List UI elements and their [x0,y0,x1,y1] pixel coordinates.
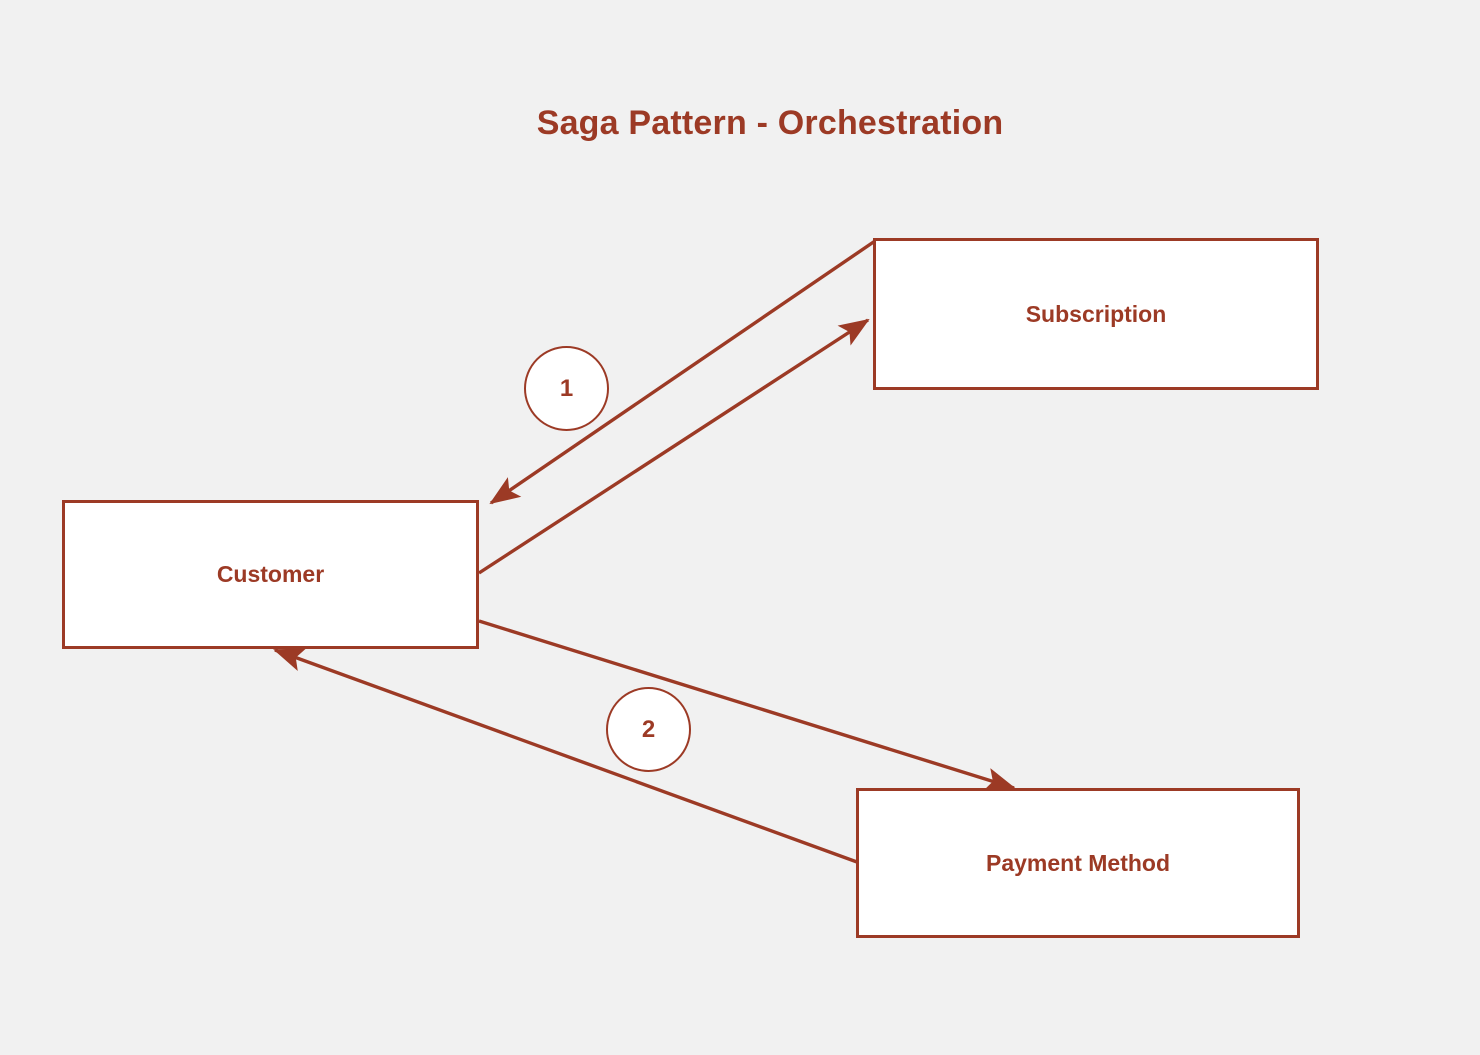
node-subscription[interactable]: Subscription [873,238,1319,390]
node-payment-method-label: Payment Method [985,849,1171,876]
edge-customer-to-payment [478,619,1016,791]
node-subscription-label: Subscription [1025,300,1167,327]
node-customer[interactable]: Customer [62,500,479,649]
sequence-badge-1-label: 1 [559,374,574,402]
sequence-badge-1: 1 [524,346,609,431]
node-payment-method[interactable]: Payment Method [856,788,1300,938]
edge-payment-to-customer [273,648,858,864]
sequence-badge-2-label: 2 [641,715,656,743]
page-title: Saga Pattern - Orchestration [536,104,1004,142]
sequence-badge-2: 2 [606,687,691,772]
edge-subscription-to-customer [489,239,876,505]
node-customer-label: Customer [216,561,325,587]
edge-customer-to-subscription [478,318,870,575]
